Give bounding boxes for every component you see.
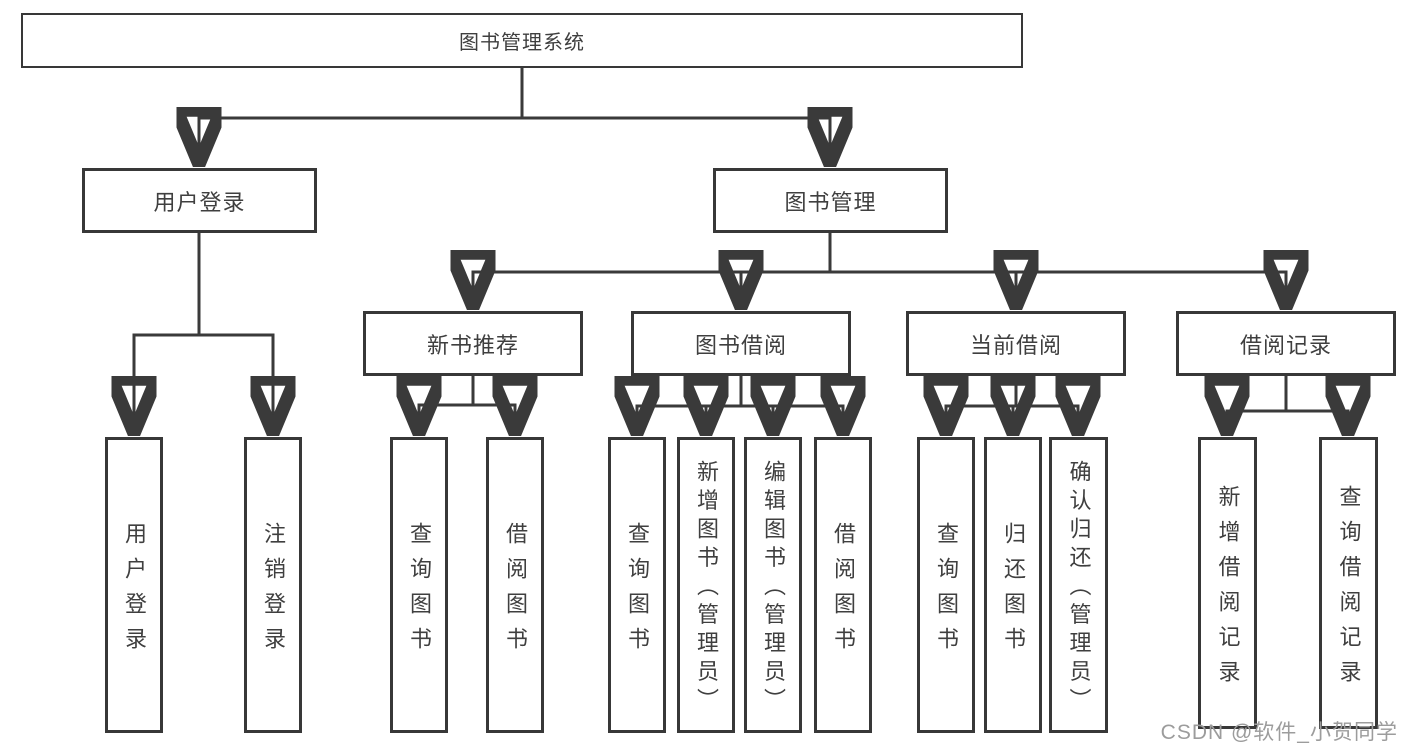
leaf-borrow-borrow-book: 借阅图书: [814, 437, 872, 733]
leaf-user-login: 用户登录: [105, 437, 163, 733]
node-new-book-recommend: 新书推荐: [363, 311, 583, 376]
leaf-logout-login: 注销登录: [244, 437, 302, 733]
node-borrow-record: 借阅记录: [1176, 311, 1396, 376]
node-book-borrow: 图书借阅: [631, 311, 851, 376]
leaf-borrow-edit-book-admin: 编辑图书（管理员）: [744, 437, 802, 733]
leaf-current-confirm-return-admin: 确认归还（管理员）: [1049, 437, 1108, 733]
leaf-current-return-book: 归还图书: [984, 437, 1042, 733]
leaf-current-query-book: 查询图书: [917, 437, 975, 733]
node-current-borrow: 当前借阅: [906, 311, 1126, 376]
leaf-recommend-query-book: 查询图书: [390, 437, 448, 733]
node-library-management-system: 图书管理系统: [21, 13, 1023, 68]
leaf-borrow-add-book-admin: 新增图书（管理员）: [677, 437, 735, 733]
node-book-management: 图书管理: [713, 168, 948, 233]
leaf-record-query-record: 查询借阅记录: [1319, 437, 1378, 729]
leaf-recommend-borrow-book: 借阅图书: [486, 437, 544, 733]
leaf-borrow-query-book: 查询图书: [608, 437, 666, 733]
csdn-watermark: CSDN @软件_小贺同学: [1160, 721, 1398, 744]
node-user-login: 用户登录: [82, 168, 317, 233]
leaf-record-add-record: 新增借阅记录: [1198, 437, 1257, 729]
